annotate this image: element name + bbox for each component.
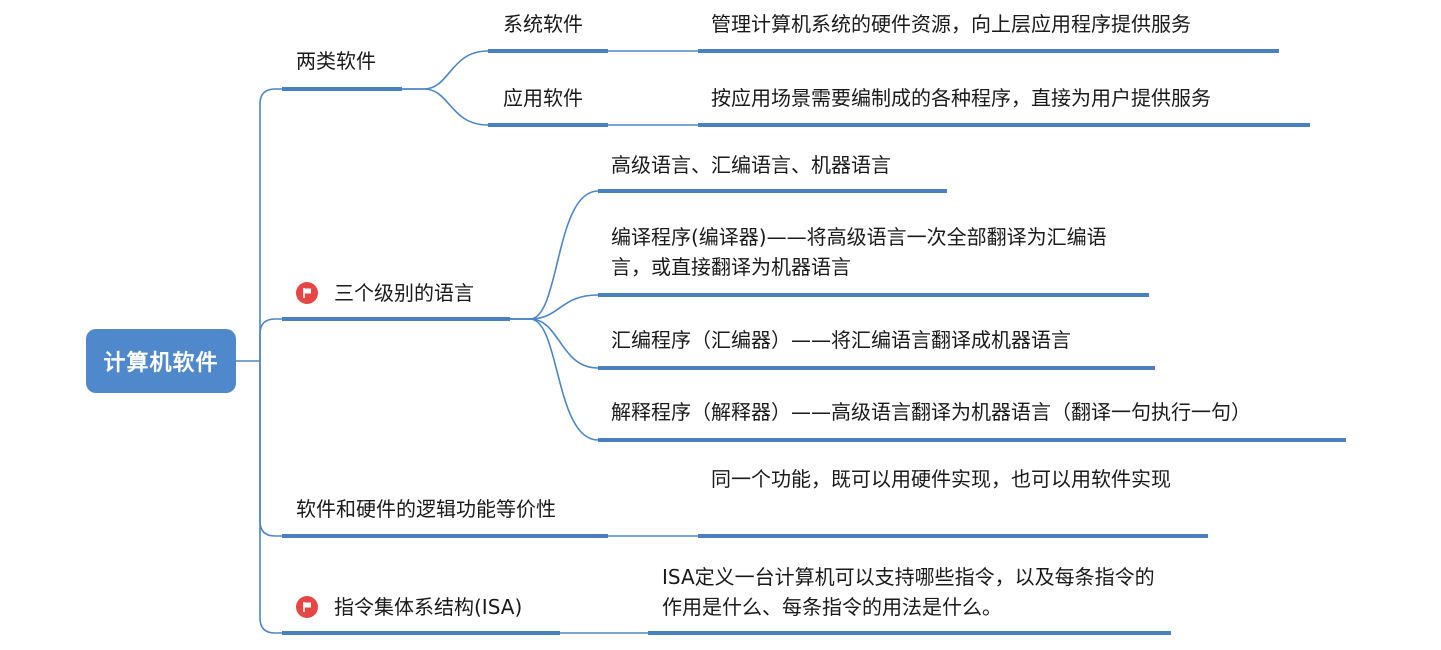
node-isa-detail[interactable]: ISA定义一台计算机可以支持哪些指令，以及每条指令的作用是什么、每条指令的用法是… bbox=[662, 565, 1155, 619]
node-system-software[interactable]: 系统软件 bbox=[503, 12, 583, 36]
node-interpreter[interactable]: 解释程序（解释器）——高级语言翻译为机器语言（翻译一句执行一句） bbox=[611, 400, 1251, 424]
connector-branch-isa bbox=[259, 361, 282, 634]
connector-system-software bbox=[402, 50, 489, 90]
node-equivalence-detail[interactable]: 同一个功能，既可以用硬件实现，也可以用软件实现 bbox=[711, 467, 1171, 491]
node-interpreter-underline bbox=[598, 438, 1346, 442]
node-application-software[interactable]: 应用软件 bbox=[503, 86, 583, 110]
branch-equivalence-underline bbox=[282, 534, 608, 538]
node-application-software-underline bbox=[488, 123, 608, 127]
branch-software-types[interactable]: 两类软件 bbox=[296, 49, 376, 73]
connector-interpreter bbox=[510, 318, 599, 441]
connector-compiler bbox=[510, 294, 599, 320]
branch-languages[interactable]: 三个级别的语言 bbox=[334, 281, 474, 305]
node-assembler[interactable]: 汇编程序（汇编器）——将汇编语言翻译成机器语言 bbox=[611, 328, 1071, 352]
connector-branch-equivalence bbox=[259, 361, 282, 537]
flag-icon bbox=[296, 282, 318, 304]
connector-application-software bbox=[402, 88, 489, 126]
node-system-software-underline bbox=[488, 49, 608, 53]
node-language-levels[interactable]: 高级语言、汇编语言、机器语言 bbox=[611, 153, 891, 177]
node-assembler-underline bbox=[598, 366, 1155, 370]
node-isa-detail-underline bbox=[648, 631, 1171, 635]
flag-icon bbox=[296, 596, 318, 618]
branch-isa-underline bbox=[282, 631, 560, 635]
node-language-levels-underline bbox=[598, 189, 947, 193]
node-equivalence-detail-underline bbox=[698, 534, 1208, 538]
branch-languages-underline bbox=[282, 317, 510, 321]
node-application-software-detail[interactable]: 按应用场景需要编制成的各种程序，直接为用户提供服务 bbox=[711, 86, 1211, 110]
node-system-software-detail[interactable]: 管理计算机系统的硬件资源，向上层应用程序提供服务 bbox=[711, 12, 1191, 36]
branch-equivalence[interactable]: 软件和硬件的逻辑功能等价性 bbox=[296, 497, 556, 521]
branch-isa[interactable]: 指令集体系结构(ISA) bbox=[334, 595, 523, 619]
branch-software-types-underline bbox=[282, 87, 402, 91]
connector-language-levels bbox=[510, 190, 599, 320]
connector-branch-languages bbox=[259, 318, 282, 361]
node-compiler[interactable]: 编译程序(编译器)——将高级语言一次全部翻译为汇编语言，或直接翻译为机器语言 bbox=[611, 225, 1107, 279]
node-application-software-detail-underline bbox=[698, 123, 1310, 127]
node-system-software-detail-underline bbox=[698, 49, 1279, 53]
root-node[interactable]: 计算机软件 bbox=[86, 329, 236, 393]
connector-branch-software-types bbox=[259, 88, 282, 361]
node-compiler-underline bbox=[598, 293, 1149, 297]
